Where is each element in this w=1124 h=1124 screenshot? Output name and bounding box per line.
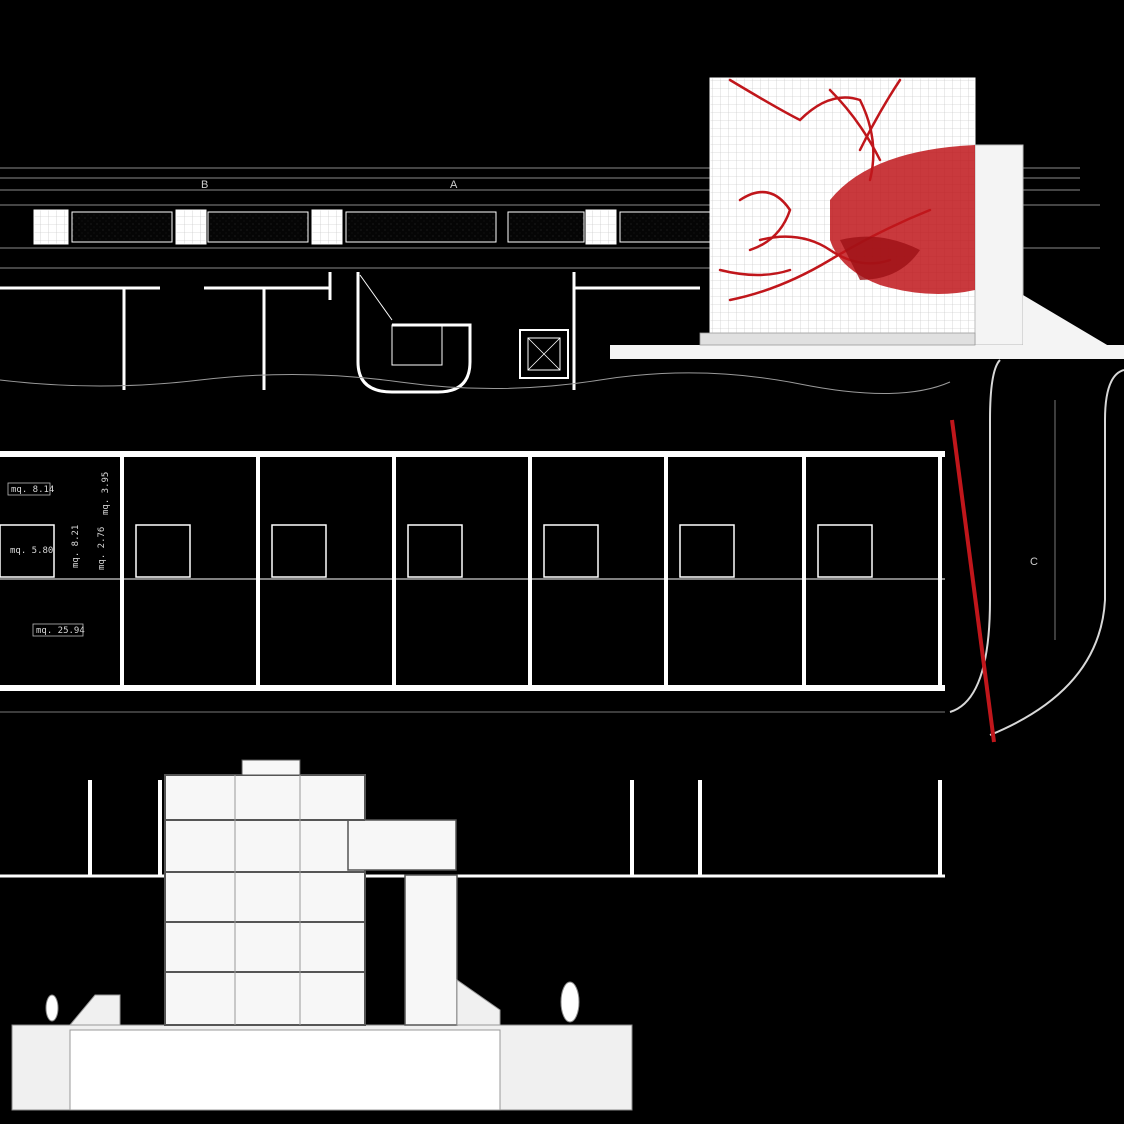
room-label: mq. 25.94 [36,626,85,636]
apartment-band [0,451,945,878]
grid-label-b: B [201,179,208,191]
upper-gallery-walls [0,272,700,390]
floor-plan: B A C [0,167,1124,878]
room-labels: mq. 8.14 mq. 3.95 mq. 8.21 mq. 2.76 mq. … [7,472,111,637]
red-section-line [950,419,996,743]
tiled-panels [33,209,711,245]
grid-labels: B A C [201,179,1038,568]
corridor-wave-line [0,372,951,395]
room-label: mq. 8.21 [71,525,81,568]
room-label: mq. 8.14 [11,485,54,495]
room-label: mq. 3.95 [101,472,111,515]
elevation-drawing [610,77,1124,359]
tree-right [560,981,580,1023]
building-section [11,759,633,1111]
stair-core [356,272,569,394]
red-mural-mass [840,236,920,280]
grid-label-a: A [450,179,458,191]
room-label: mq. 5.80 [10,546,53,556]
tree-left [45,994,59,1022]
access-ramp [949,359,1124,736]
grid-label-c: C [1030,556,1038,568]
room-label: mq. 2.76 [97,527,107,570]
